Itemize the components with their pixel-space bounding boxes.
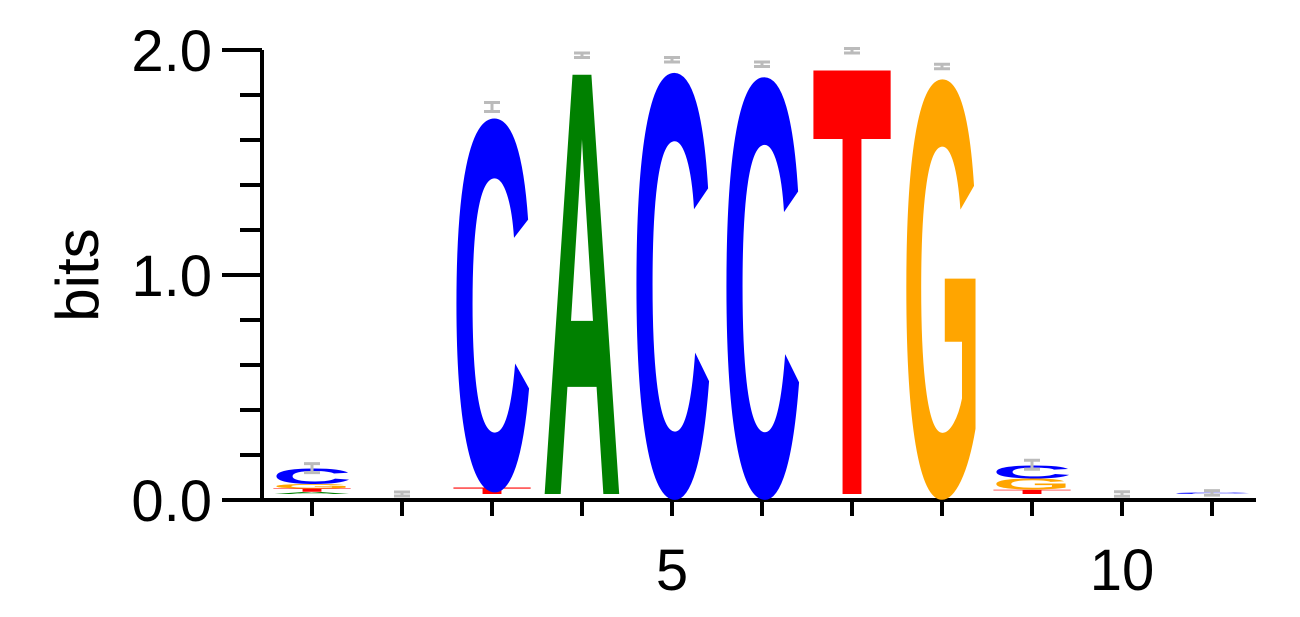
y-tick-label: 0.0 [131, 469, 212, 534]
letter-glyph: A [272, 491, 352, 494]
letter-glyph: G [272, 483, 352, 490]
logo-letter-C: C [452, 10, 532, 600]
letter-glyph: G [992, 475, 1072, 492]
letter-glyph: C [452, 10, 532, 600]
logo-letter-A: A [542, 0, 622, 617]
logo-letter-G: G [992, 475, 1072, 492]
logo-letter-G: G [902, 0, 982, 617]
y-tick-label: 1.0 [131, 244, 212, 309]
logo-letter-C: C [992, 461, 1072, 482]
x-tick-label: 5 [656, 538, 688, 603]
letter-glyph: T [272, 488, 352, 493]
letter-glyph: C [722, 0, 802, 617]
y-axis-label: bits [44, 228, 111, 321]
logo-letter-T: T [452, 486, 532, 496]
letter-glyph: A [542, 0, 622, 617]
y-tick-label: 2.0 [131, 19, 212, 84]
letter-glyph: T [992, 488, 1072, 495]
logo-letter-T: T [812, 0, 892, 617]
letter-glyph: C [632, 0, 712, 617]
logo-letters: ATGCTCACCTGTGCC [272, 0, 1252, 617]
letter-glyph: G [902, 0, 982, 617]
logo-letter-C: C [632, 0, 712, 617]
logo-letter-T: T [272, 488, 352, 493]
letter-glyph: T [812, 0, 892, 617]
letter-glyph: C [992, 461, 1072, 482]
logo-letter-C: C [722, 0, 802, 617]
x-tick-label: 10 [1090, 538, 1155, 603]
logo-letter-G: G [272, 483, 352, 490]
axes: 0.0 1.0 2.0 5 10 [131, 19, 1256, 603]
logo-letter-A: A [272, 491, 352, 494]
letter-glyph: T [452, 486, 532, 496]
logo-letter-T: T [992, 488, 1072, 495]
